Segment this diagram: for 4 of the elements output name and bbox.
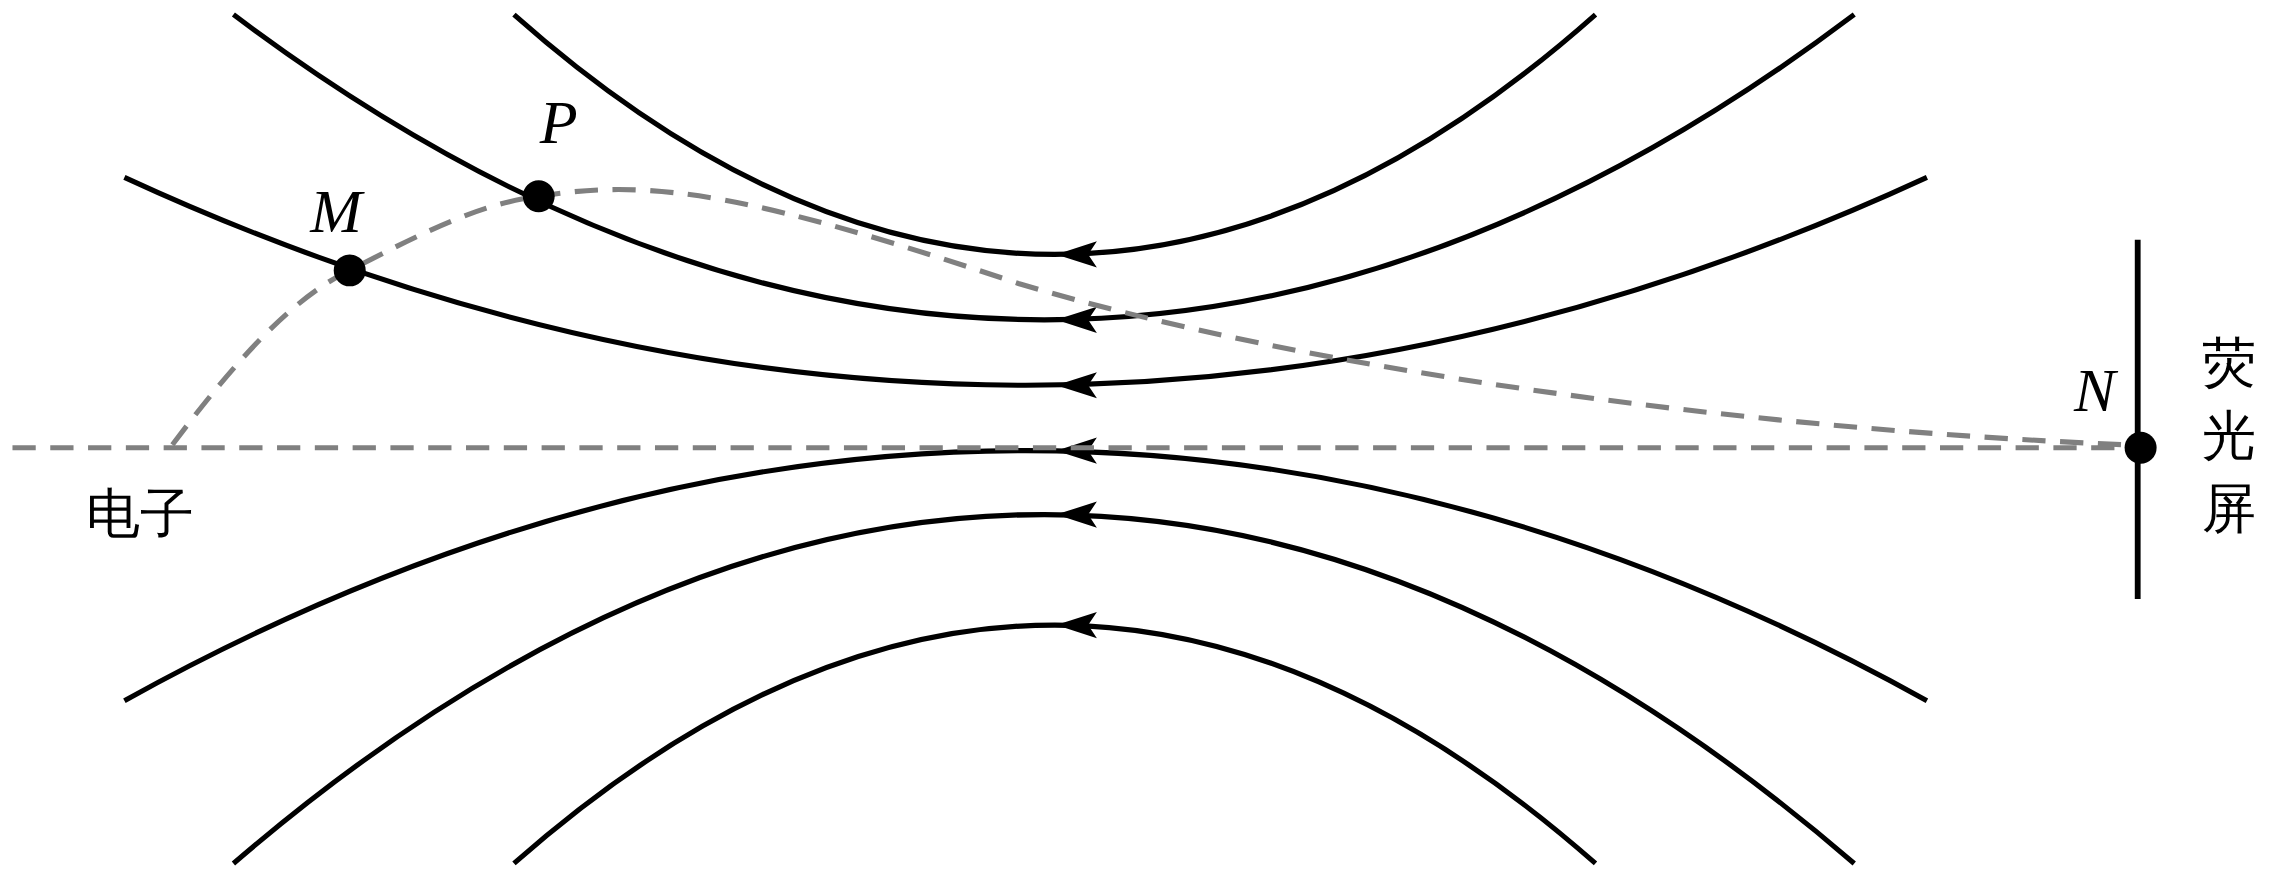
point-label: P <box>539 91 578 154</box>
particle-label: 电子 <box>85 486 194 541</box>
point-label: N <box>2074 358 2116 421</box>
screen-label: 荧光屏 <box>2200 330 2257 542</box>
